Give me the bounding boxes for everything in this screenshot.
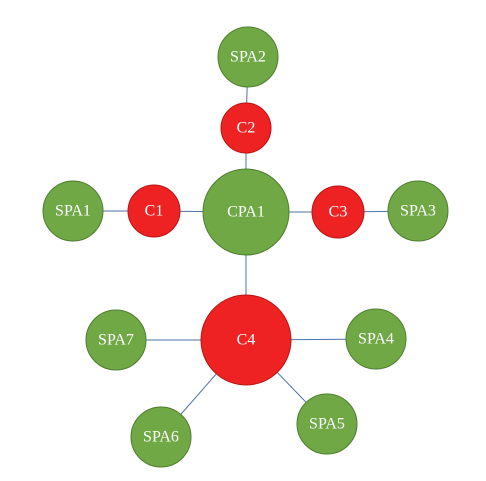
node-c1-label: C1 [145,203,164,220]
node-spa6-label: SPA6 [143,429,179,446]
node-c2-circle [220,102,272,154]
node-spa4-circle [345,308,407,370]
node-spa3: SPA3 [387,180,449,242]
node-spa3-label: SPA3 [400,203,436,220]
node-c3: C3 [311,185,365,239]
node-spa5-label: SPA5 [309,416,345,433]
node-spa5-circle [296,393,358,455]
node-cpa1-circle [202,168,290,256]
node-spa1: SPA1 [42,180,104,242]
node-spa4-label: SPA4 [358,331,394,348]
node-cpa1: CPA1 [202,168,290,256]
node-spa4: SPA4 [345,308,407,370]
node-spa7: SPA7 [85,309,147,371]
node-c2: C2 [220,102,272,154]
node-spa2-circle [217,26,279,88]
node-spa3-circle [387,180,449,242]
node-c4: C4 [200,294,292,386]
node-spa6-circle [130,406,192,468]
node-spa7-circle [85,309,147,371]
node-spa1-circle [42,180,104,242]
node-c3-label: C3 [329,204,348,221]
node-spa6: SPA6 [130,406,192,468]
node-c4-label: C4 [237,332,256,349]
node-c2-label: C2 [237,120,256,137]
node-c1: C1 [127,184,181,238]
node-spa2-label: SPA2 [230,49,266,66]
node-spa7-label: SPA7 [98,332,134,349]
node-c3-circle [311,185,365,239]
node-c1-circle [127,184,181,238]
node-spa1-label: SPA1 [55,203,91,220]
node-c4-circle [200,294,292,386]
node-spa2: SPA2 [217,26,279,88]
node-cpa1-label: CPA1 [227,204,265,221]
node-spa5: SPA5 [296,393,358,455]
